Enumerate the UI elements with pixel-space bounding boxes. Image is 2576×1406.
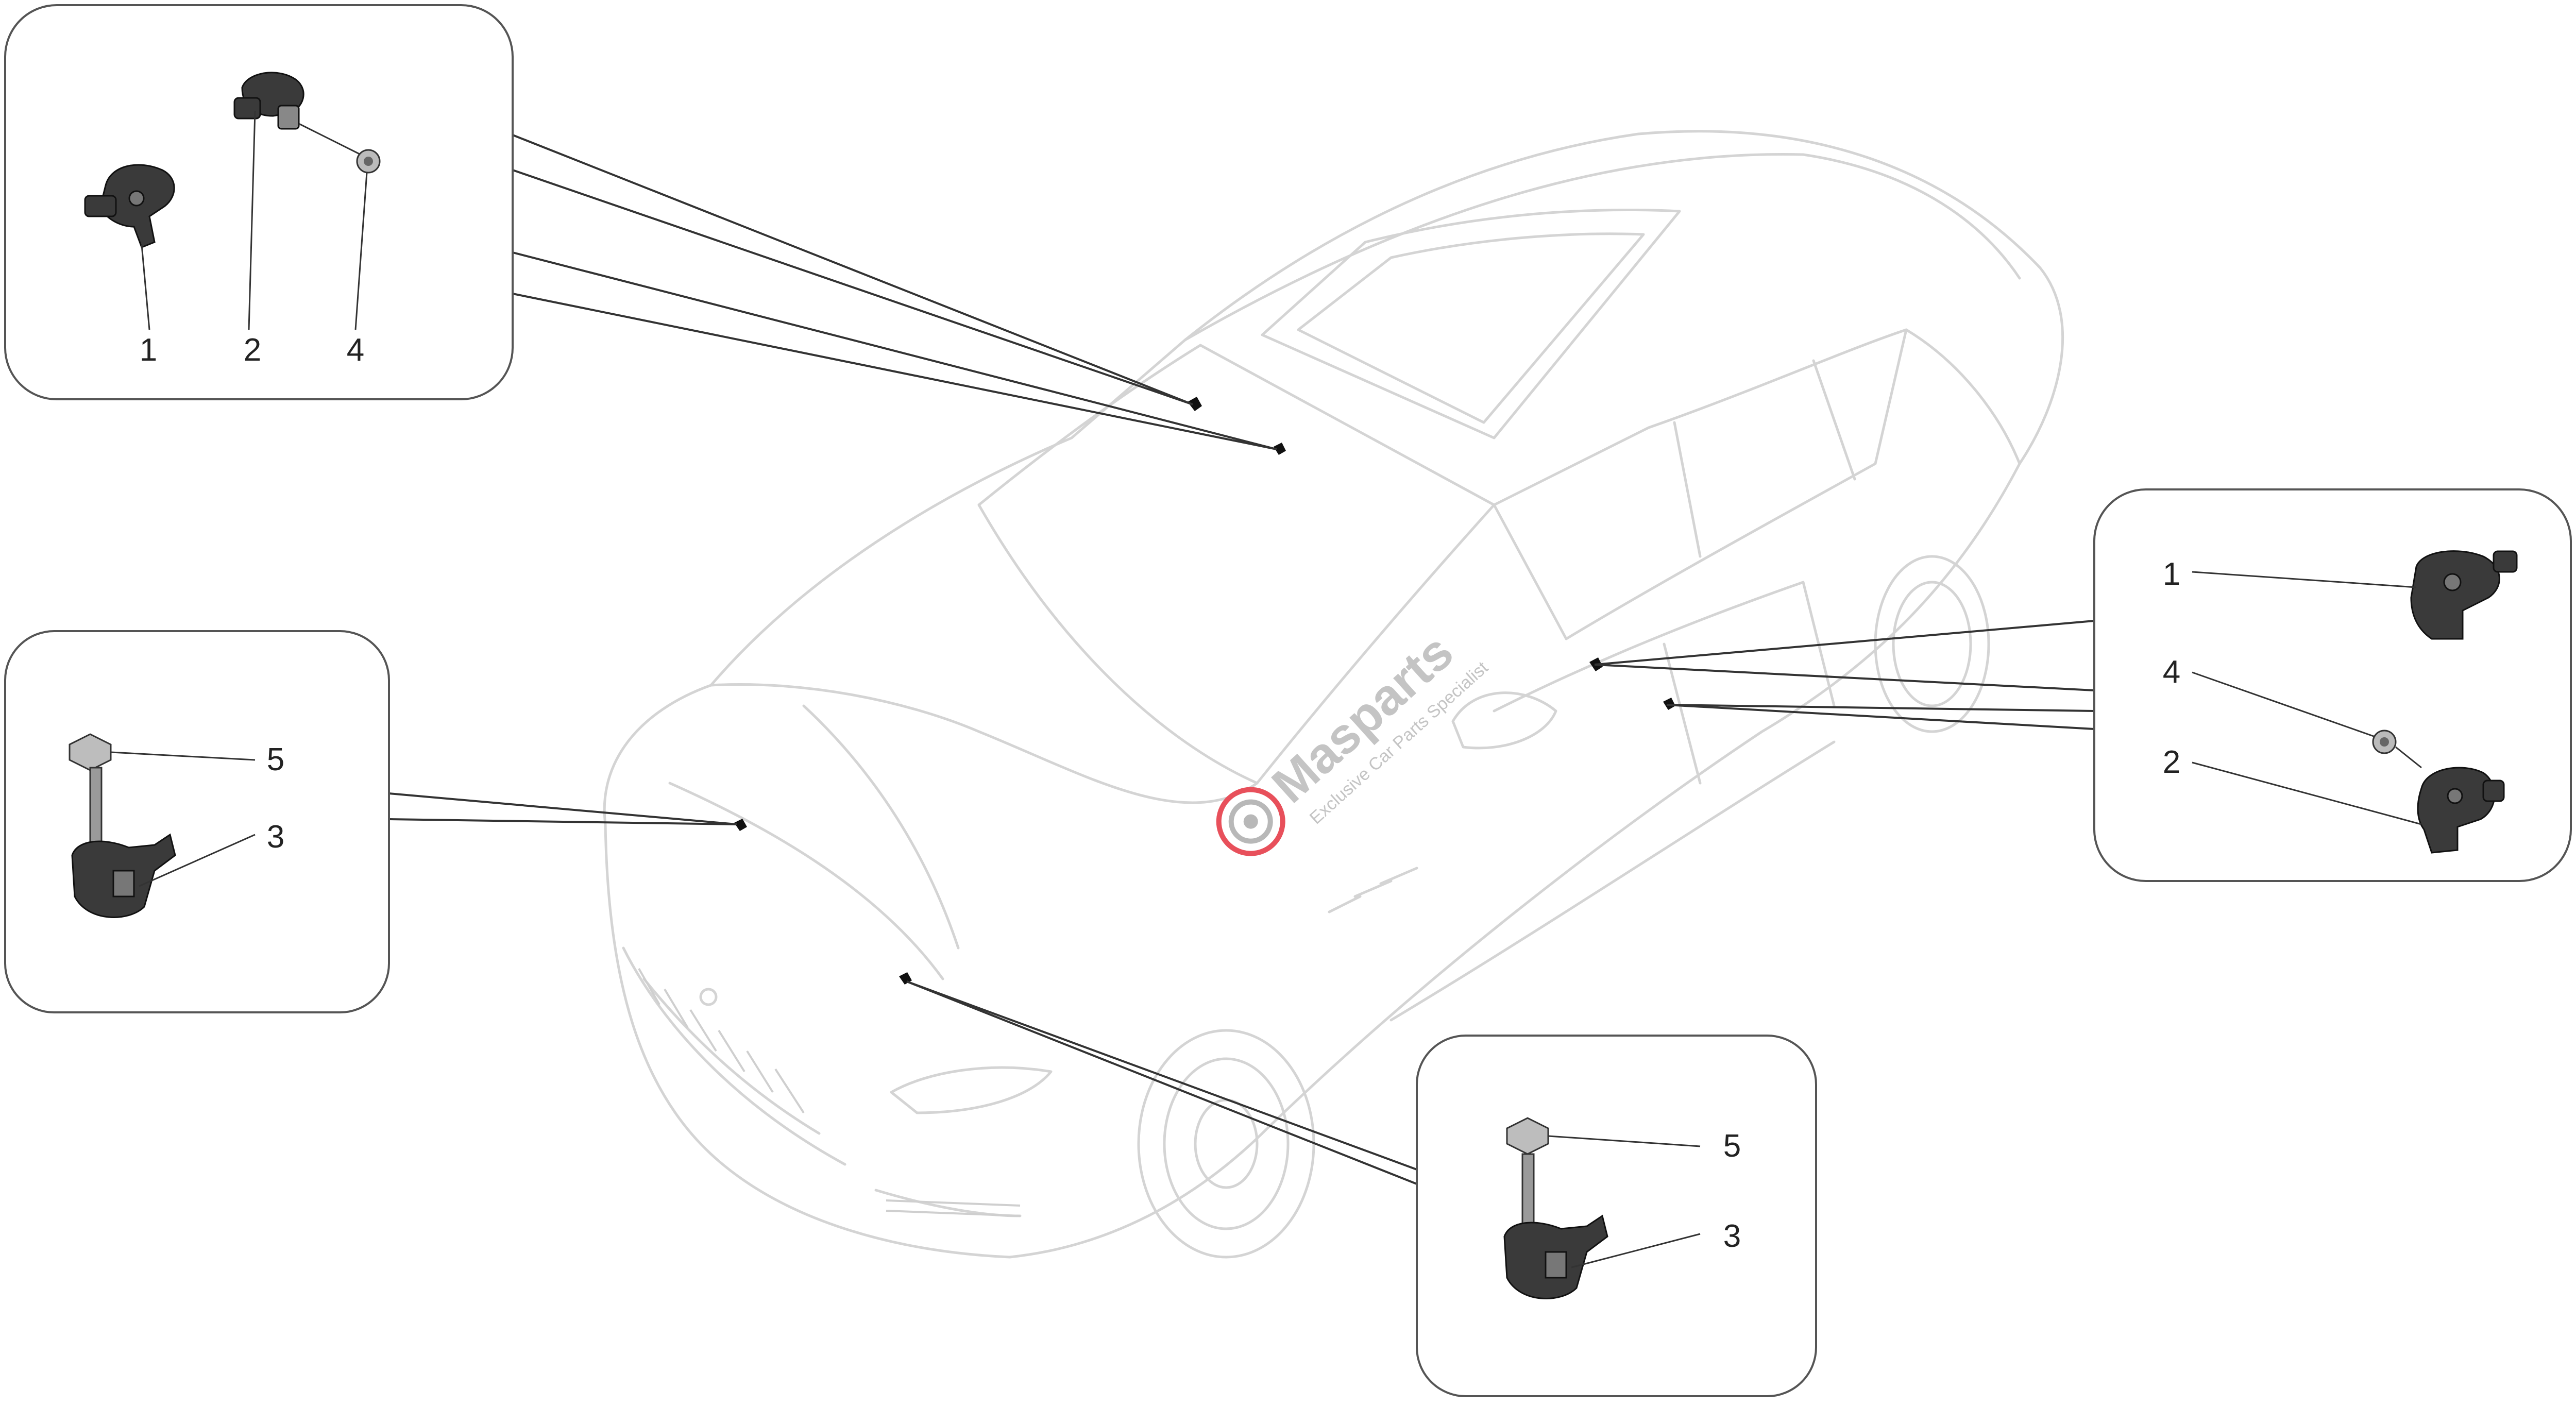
part-nut-icon (2372, 730, 2397, 754)
part-sensor-stud-icon (2417, 767, 2505, 854)
detail-panel-bottom: 5 3 (1416, 1035, 1817, 1397)
detail-panel-left: 5 3 (4, 630, 390, 1013)
car-grille-slats (638, 968, 1021, 1217)
callout-label: 2 (2163, 744, 2180, 780)
part-bolt-icon (69, 733, 112, 846)
callout-label: 5 (1723, 1128, 1741, 1164)
callout-label: 4 (2163, 654, 2180, 690)
watermark: Masparts Exclusive Car Parts Specialist (1216, 623, 1492, 856)
detail-panel-right: 1 4 2 (2093, 488, 2572, 882)
part-sensor-icon (2410, 550, 2518, 640)
marker-door-2 (1663, 698, 1675, 710)
detail-panel-top-left: 1 2 4 (4, 4, 514, 400)
callout-label: 2 (244, 332, 261, 368)
part-impact-sensor-icon (71, 833, 176, 918)
callout-label: 1 (2163, 556, 2180, 592)
callout-label: 4 (347, 332, 364, 368)
callout-label: 3 (1723, 1218, 1741, 1254)
part-sensor-icon (84, 164, 175, 248)
leader-lines (388, 134, 2095, 1186)
watermark-logo-icon (1216, 787, 1285, 856)
part-nut-icon (356, 149, 381, 174)
car-outline (603, 130, 2064, 1259)
marker-upper-1 (1188, 397, 1202, 411)
location-markers (734, 397, 1675, 985)
part-impact-sensor-icon (1503, 1214, 1608, 1299)
callout-label: 3 (267, 819, 284, 855)
callout-label: 1 (140, 332, 157, 368)
marker-upper-2 (1274, 443, 1286, 455)
part-sensor-stud-icon (233, 72, 304, 130)
marker-hood-left (734, 819, 747, 831)
part-bolt-icon (1506, 1117, 1549, 1232)
callout-label: 5 (267, 742, 284, 777)
